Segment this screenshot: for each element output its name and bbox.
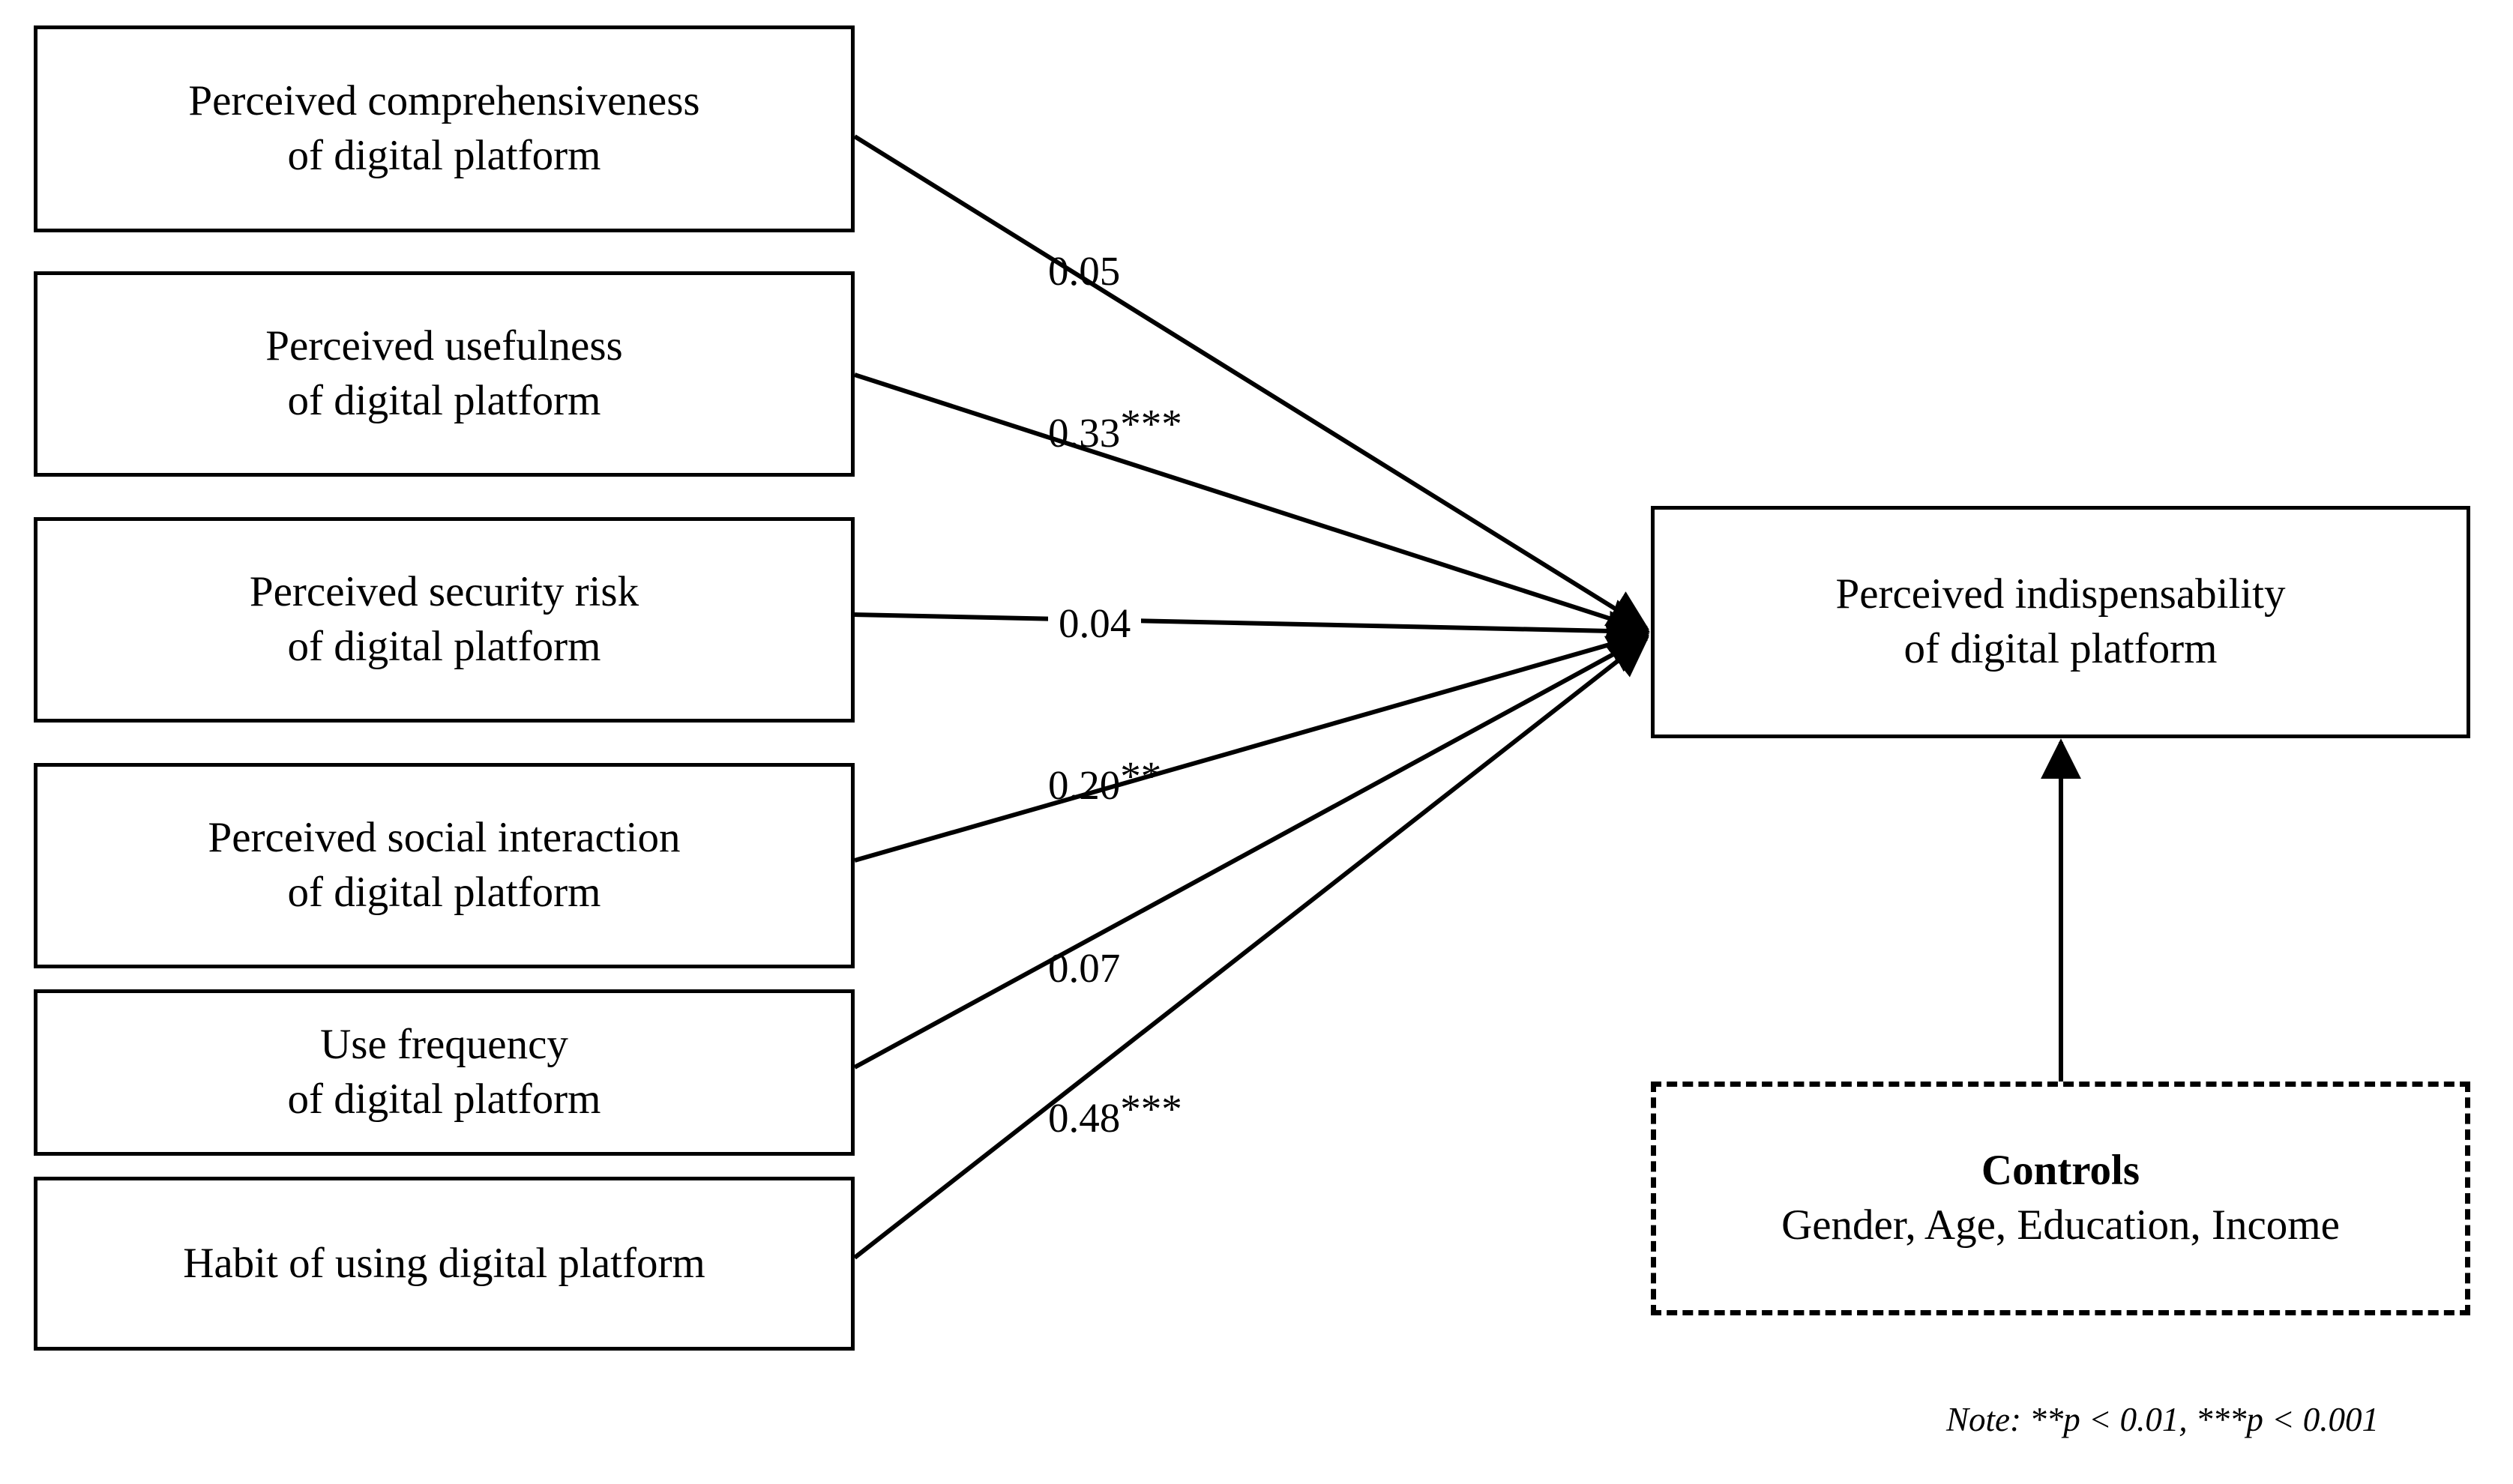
path-line-social-interaction [854, 624, 1650, 863]
coefficient-label-use-frequency: 0.07 [1048, 938, 1120, 989]
coefficient-value: 0.07 [1048, 945, 1121, 992]
path-line-security-risk [854, 610, 1650, 651]
predictor-box-habit[interactable]: Habit of using digital platform [34, 1177, 855, 1351]
predictor-box-social-interaction[interactable]: Perceived social interaction of digital … [34, 763, 855, 968]
coefficient-stars: *** [1120, 401, 1182, 447]
coefficient-value: 0.33 [1048, 410, 1121, 456]
coefficient-label-social-interaction: 0.20** [1048, 755, 1161, 806]
coefficient-value: 0.05 [1048, 248, 1121, 295]
predictor-label-line1: Perceived security risk [249, 568, 639, 616]
path-line-comprehensiveness [853, 134, 1650, 630]
coefficient-label-comprehensiveness: 0.05 [1048, 241, 1120, 292]
significance-note: Note: **p < 0.01, ***p < 0.001 [1946, 1401, 2379, 1438]
predictor-box-usefulness[interactable]: Perceived usefulness of digital platform [34, 271, 855, 477]
predictor-label-line1: Use frequency [320, 1021, 568, 1069]
predictor-label-line1: Perceived comprehensiveness [188, 77, 700, 125]
path-line-use-frequency [853, 634, 1650, 1070]
predictor-label-line1: Perceived social interaction [208, 814, 681, 862]
predictor-label-line1: Perceived usefulness [265, 322, 623, 370]
coefficient-value: 0.04 [1059, 600, 1131, 647]
predictor-label-line2: of digital platform [287, 869, 601, 916]
predictor-label-line2: of digital platform [287, 1076, 601, 1123]
predictor-label-line2: of digital platform [287, 623, 601, 670]
coefficient-label-habit: 0.48*** [1048, 1088, 1182, 1138]
coefficient-value: 0.20 [1048, 762, 1121, 809]
predictor-box-comprehensiveness[interactable]: Perceived comprehensiveness of digital p… [34, 25, 855, 232]
coefficient-stars: *** [1120, 1086, 1182, 1132]
outcome-label-line1: Perceived indispensability [1835, 570, 2286, 618]
coefficient-stars: ** [1120, 753, 1162, 799]
path-line-habit [853, 636, 1649, 1260]
controls-items: Gender, Age, Education, Income [1781, 1201, 2340, 1249]
outcome-label-line2: of digital platform [1903, 625, 2218, 672]
predictor-label-line2: of digital platform [287, 132, 601, 179]
predictor-box-security-risk[interactable]: Perceived security risk of digital platf… [34, 517, 855, 723]
controls-title: Controls [1981, 1147, 2140, 1195]
predictor-label-line1: Habit of using digital platform [183, 1239, 705, 1287]
coefficient-label-security-risk: 0.04 [1048, 594, 1142, 647]
coefficient-label-usefulness: 0.33*** [1048, 403, 1182, 453]
predictor-box-use-frequency[interactable]: Use frequency of digital platform [34, 989, 855, 1156]
coefficient-value: 0.48 [1048, 1095, 1121, 1141]
controls-box[interactable]: Controls Gender, Age, Education, Income [1651, 1082, 2470, 1315]
predictor-label-line2: of digital platform [287, 377, 601, 424]
path-line-usefulness [854, 372, 1650, 639]
outcome-box-indispensability[interactable]: Perceived indispensability of digital pl… [1651, 506, 2470, 738]
